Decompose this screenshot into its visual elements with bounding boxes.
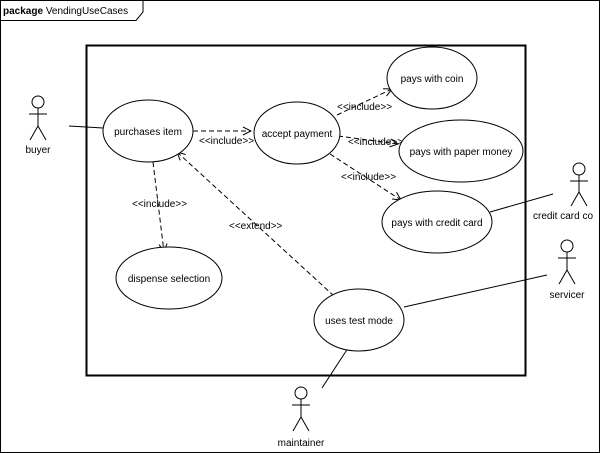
package-header: package VendingUseCases bbox=[3, 6, 128, 17]
include-label: <<include>> bbox=[341, 172, 396, 183]
servicer-association bbox=[403, 274, 548, 308]
use-case-label: purchases item bbox=[114, 127, 182, 138]
actor-label: maintainer bbox=[278, 438, 325, 449]
actor-label: buyer bbox=[25, 145, 51, 156]
buyer-association bbox=[68, 125, 104, 129]
system-boundary bbox=[85, 44, 527, 377]
credit-card-association bbox=[489, 193, 554, 213]
actor-label: servicer bbox=[549, 290, 585, 301]
include-accept-to-credit bbox=[329, 153, 401, 200]
stick-figure-icon bbox=[29, 95, 47, 141]
use-case-label: uses test mode bbox=[325, 316, 393, 327]
use-case-label: pays with coin bbox=[401, 74, 464, 85]
stick-figure-icon bbox=[570, 162, 588, 207]
use-case-label: dispense selection bbox=[128, 274, 210, 285]
use-case-pays-with-credit-card[interactable]: pays with credit card bbox=[381, 190, 493, 254]
use-case-pays-with-paper-money[interactable]: pays with paper money bbox=[398, 119, 524, 183]
stick-figure-icon bbox=[292, 386, 310, 432]
use-case-pays-with-coin[interactable]: pays with coin bbox=[386, 46, 478, 110]
actor-maintainer[interactable]: maintainer bbox=[278, 386, 325, 449]
stick-figure-icon bbox=[558, 239, 576, 285]
include-label: <<include>> bbox=[337, 102, 392, 113]
include-label: <<include>> bbox=[199, 136, 254, 147]
actor-buyer[interactable]: buyer bbox=[25, 95, 51, 156]
dependencies bbox=[152, 89, 401, 297]
associations bbox=[68, 125, 554, 389]
actor-credit-card-company[interactable]: credit card co bbox=[533, 162, 593, 222]
include-label: <<include>> bbox=[348, 137, 403, 148]
use-case-dispense-selection[interactable]: dispense selection bbox=[115, 246, 223, 310]
use-case-label: accept payment bbox=[262, 129, 333, 140]
actor-servicer[interactable]: servicer bbox=[549, 239, 585, 301]
extend-test-to-purchase bbox=[177, 152, 335, 297]
use-case-purchases-item[interactable]: purchases item bbox=[102, 99, 194, 163]
include-accept-to-coin bbox=[336, 89, 392, 116]
extend-label: <<extend>> bbox=[229, 221, 283, 232]
dependency-labels: <<include>> <<include>> <<include>> <<in… bbox=[132, 102, 403, 232]
maintainer-association bbox=[321, 344, 351, 389]
use-case-label: pays with paper money bbox=[410, 147, 513, 158]
use-case-uses-test-mode[interactable]: uses test mode bbox=[313, 288, 405, 352]
include-accept-to-paper bbox=[337, 135, 398, 144]
include-label: <<include>> bbox=[132, 199, 187, 210]
include-purchase-to-dispense bbox=[152, 161, 164, 252]
actor-label: credit card co bbox=[533, 211, 593, 222]
use-case-label: pays with credit card bbox=[391, 218, 482, 229]
use-case-accept-payment[interactable]: accept payment bbox=[253, 101, 341, 165]
